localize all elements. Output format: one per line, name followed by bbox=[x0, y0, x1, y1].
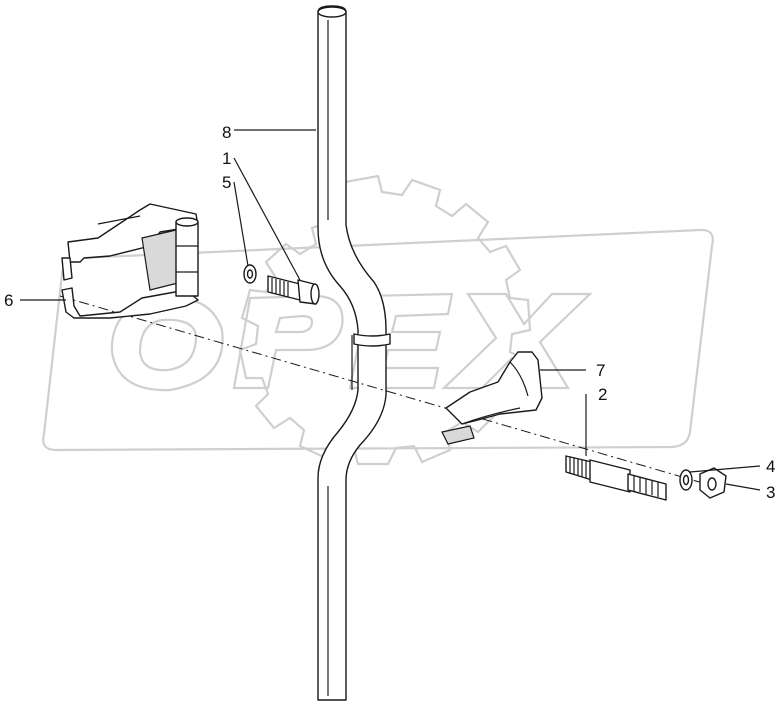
threaded-stud bbox=[565, 455, 667, 501]
callout-6: 6 bbox=[4, 291, 13, 310]
assembly-axis bbox=[59, 295, 721, 489]
leader-lines bbox=[20, 129, 761, 491]
bolt bbox=[267, 275, 320, 305]
callout-2: 2 bbox=[598, 385, 607, 404]
callout-7: 7 bbox=[596, 361, 605, 380]
callout-5: 5 bbox=[222, 173, 231, 192]
washer-right bbox=[679, 469, 693, 491]
watermark-gear bbox=[238, 174, 532, 466]
rod bbox=[317, 5, 391, 701]
callout-3: 3 bbox=[766, 483, 775, 502]
callout-1: 1 bbox=[222, 149, 231, 168]
callout-4: 4 bbox=[766, 457, 775, 476]
callout-8: 8 bbox=[222, 123, 231, 142]
lever-arm bbox=[441, 351, 543, 445]
clamp-bracket bbox=[61, 203, 199, 319]
washer-left bbox=[243, 264, 257, 284]
nut bbox=[699, 467, 727, 499]
